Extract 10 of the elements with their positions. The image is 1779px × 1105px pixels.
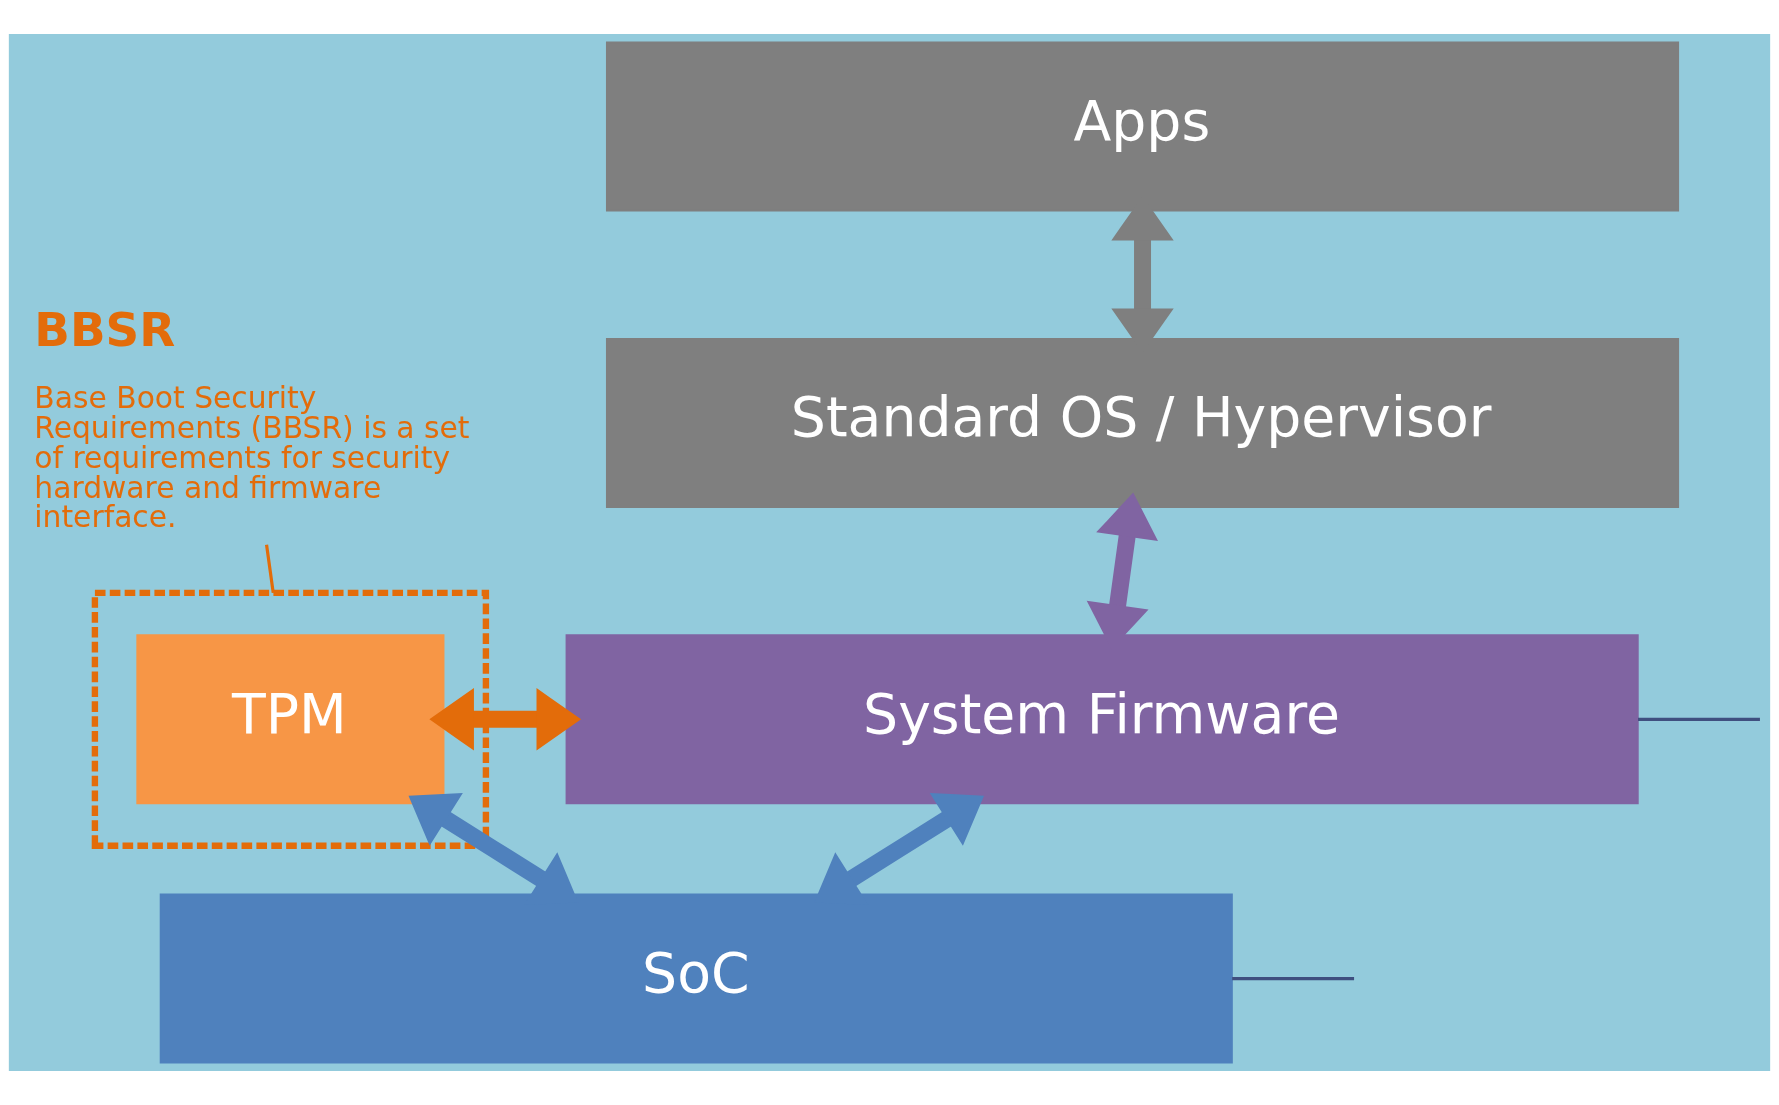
node-box: Standard OS / Hypervisor: [605, 337, 1680, 508]
connector: [1638, 717, 1760, 721]
node-box: SoC: [159, 893, 1233, 1064]
node-box: TPM: [136, 634, 445, 805]
connector: [1232, 976, 1355, 981]
connector: [264, 544, 275, 594]
node-text: BBSR Base Boot Security Requirements (BBSR) is a set of requirements for security hardware and firmware interface.: [34, 302, 470, 535]
node-box: System Firmware: [565, 634, 1639, 805]
arrow: [429, 688, 582, 751]
node-box: Apps: [605, 41, 1680, 212]
